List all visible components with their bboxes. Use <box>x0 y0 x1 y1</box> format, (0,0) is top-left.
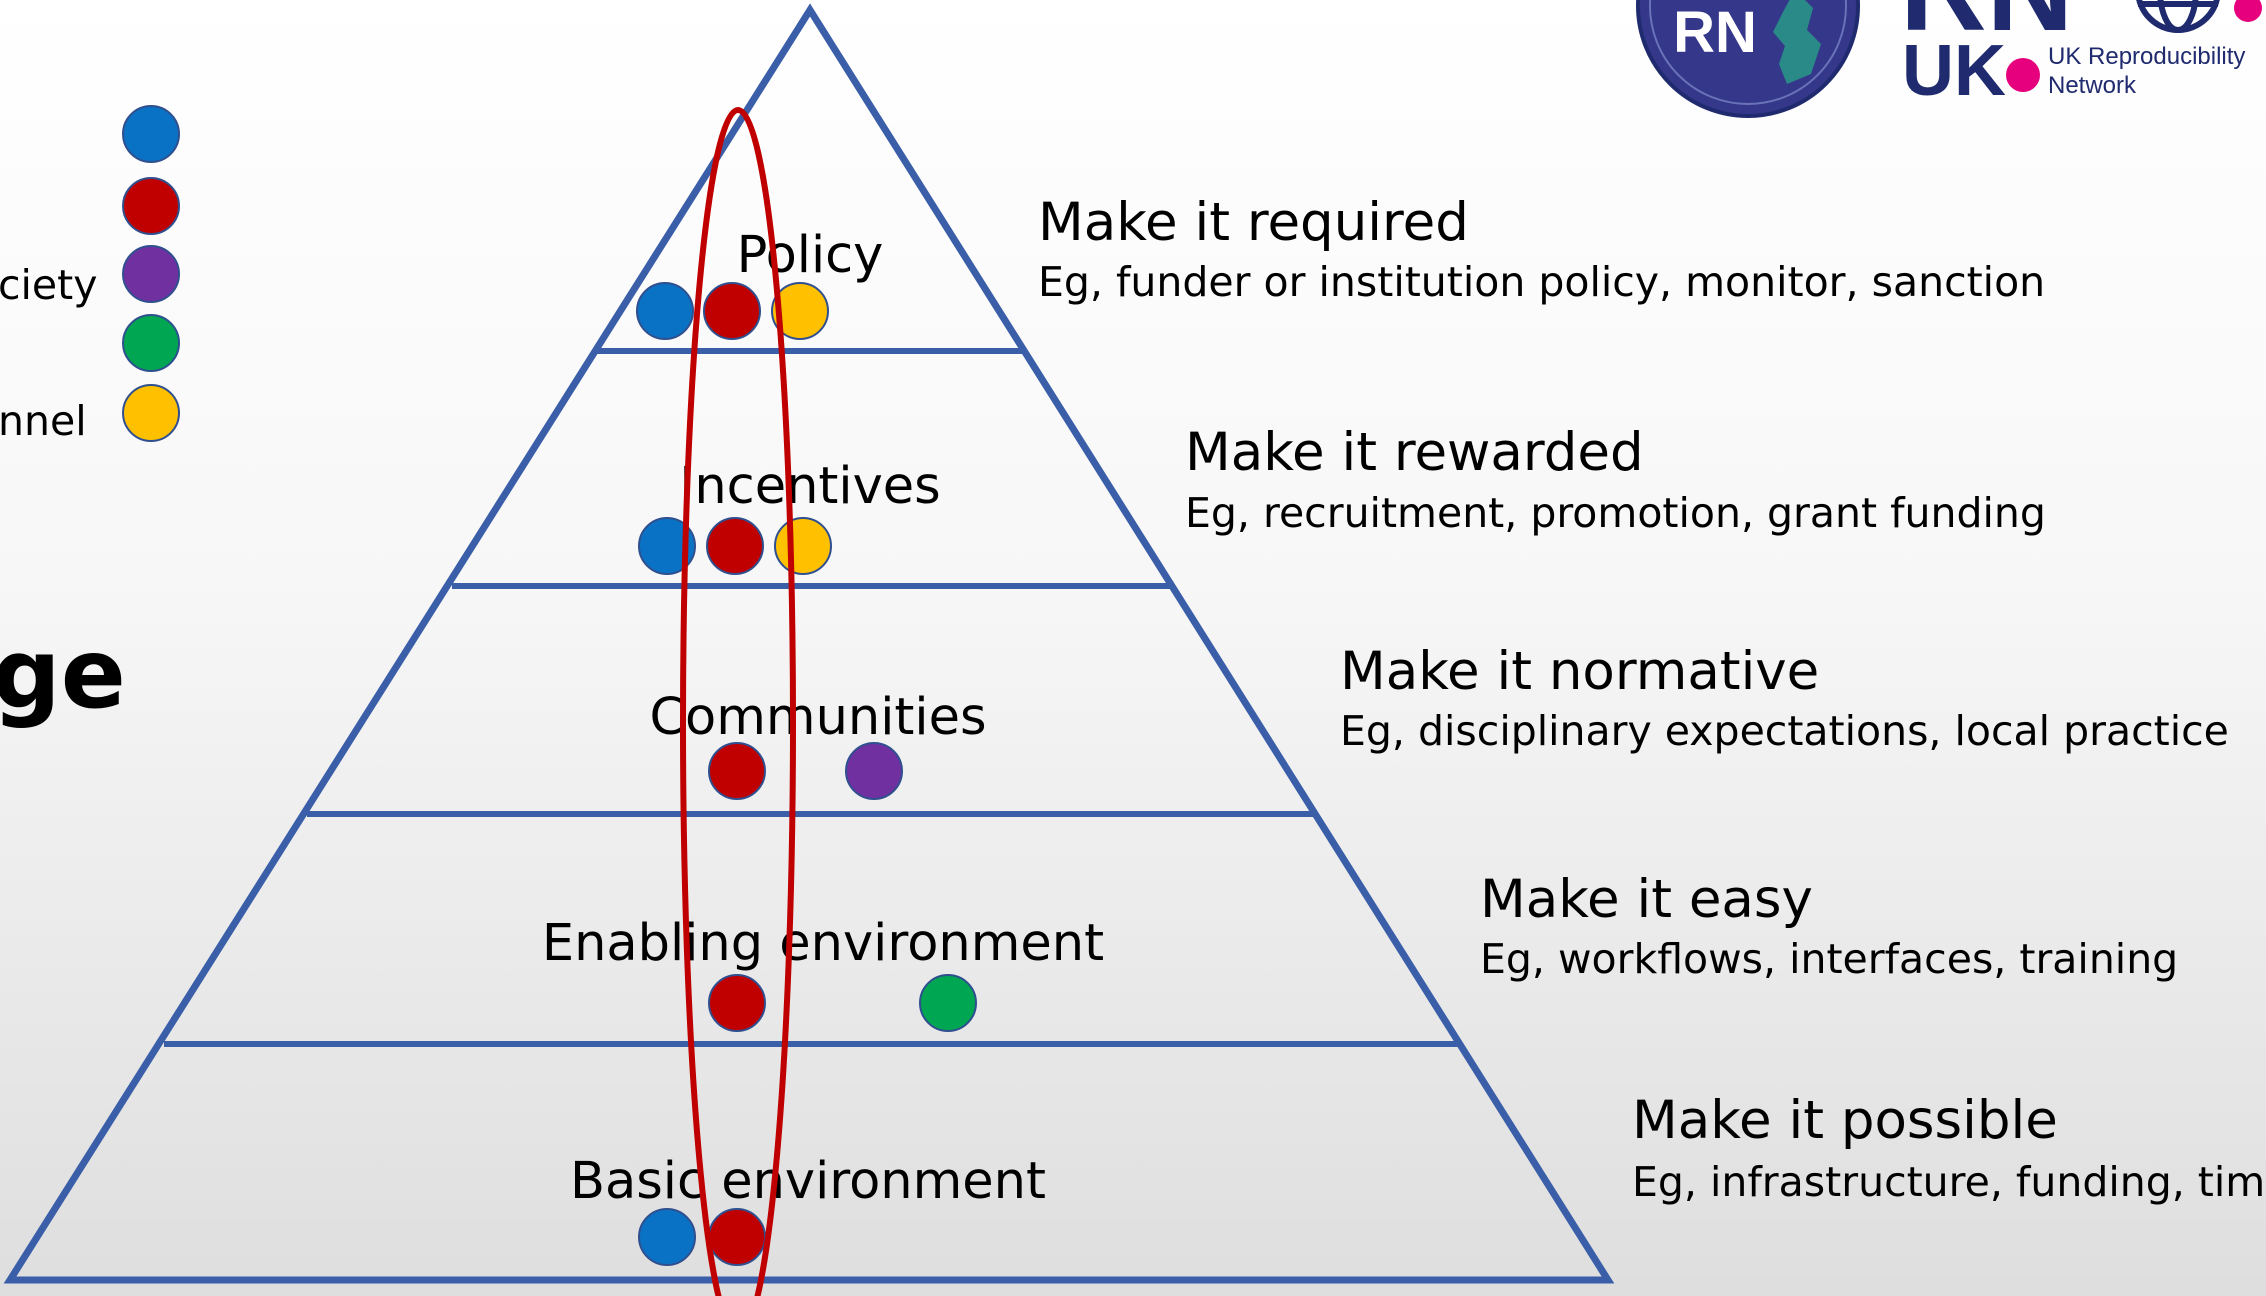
legend-dot-red <box>122 177 180 235</box>
pyramid: Policy Incentives Communities Enabling e… <box>3 3 1615 1296</box>
tier-dot <box>703 282 761 340</box>
tier-dot <box>774 517 832 575</box>
tier-dots-communities <box>708 742 903 800</box>
ukrn-logo: RN UK UK Reproducibility Network <box>1900 0 2262 111</box>
red-highlight-ellipse <box>680 107 796 1296</box>
rung-title: Make it possible <box>1632 1090 2058 1151</box>
circle-logo: RN <box>1636 0 1860 118</box>
rung-required: Make it required Eg, funder or instituti… <box>1038 192 2045 306</box>
rung-subtitle: Eg, infrastructure, funding, time <box>1632 1158 2266 1206</box>
rung-normative: Make it normative Eg, disciplinary expec… <box>1340 641 2229 755</box>
tier-dot <box>708 1208 766 1266</box>
uk-map-icon <box>1773 0 1821 84</box>
tier-dots-policy <box>636 282 829 340</box>
tier-dot <box>708 742 766 800</box>
ukrn-logo-pink-dot <box>2006 58 2040 92</box>
circle-logo-text: RN <box>1673 0 1757 65</box>
globe-icon <box>2136 0 2220 33</box>
tier-dot <box>919 974 977 1032</box>
tier-dot <box>638 517 696 575</box>
rung-subtitle: Eg, workflows, interfaces, training <box>1480 935 2178 983</box>
rung-subtitle: Eg, recruitment, promotion, grant fundin… <box>1185 489 2046 537</box>
rung-subtitle: Eg, disciplinary expectations, local pra… <box>1340 707 2229 755</box>
tier-dot <box>708 974 766 1032</box>
tier-label-incentives: Incentives <box>679 457 940 516</box>
tier-dot <box>845 742 903 800</box>
ukrn-logo-big-letters: RN <box>1900 0 2073 56</box>
partial-heading: ge <box>0 618 126 730</box>
legend-label-channel: nnel <box>0 397 87 445</box>
ukrn-logo-line2: Network <box>2048 72 2137 99</box>
legend: ciety nnel <box>0 105 180 445</box>
rung-rewarded: Make it rewarded Eg, recruitment, promot… <box>1185 422 2046 537</box>
tier-label-basic-environment: Basic environment <box>570 1152 1046 1211</box>
tier-dots-basic-environment <box>638 1208 766 1266</box>
legend-dot-blue <box>122 105 180 163</box>
legend-dot-yellow <box>122 384 180 442</box>
rung-subtitle: Eg, funder or institution policy, monito… <box>1038 258 2045 306</box>
rung-title: Make it required <box>1038 192 1469 253</box>
tier-dot <box>636 282 694 340</box>
ukrn-logo-line1: UK Reproducibility <box>2048 43 2245 70</box>
tier-dots-enabling-environment <box>708 974 977 1032</box>
legend-label-society: ciety <box>0 261 98 309</box>
tier-label-communities: Communities <box>649 688 986 747</box>
tier-dots-incentives <box>638 517 832 575</box>
tier-dot <box>706 517 764 575</box>
tier-dot <box>771 282 829 340</box>
rung-easy: Make it easy Eg, workflows, interfaces, … <box>1480 869 2178 983</box>
tier-label-enabling-environment: Enabling environment <box>542 914 1104 973</box>
ukrn-logo-uk-letters: UK <box>1902 31 2006 111</box>
rung-title: Make it rewarded <box>1185 422 1644 483</box>
rung-title: Make it normative <box>1340 641 1819 702</box>
ukrn-logo-top-pink-dot <box>2234 0 2262 22</box>
legend-dot-green <box>122 314 180 372</box>
rung-possible: Make it possible Eg, infrastructure, fun… <box>1632 1090 2266 1206</box>
tier-dot <box>638 1208 696 1266</box>
tier-label-policy: Policy <box>737 226 884 285</box>
pyramid-outline <box>3 3 1615 1284</box>
circle-logo-ring <box>1649 0 1847 105</box>
rung-title: Make it easy <box>1480 869 1813 930</box>
legend-dot-purple <box>122 245 180 303</box>
